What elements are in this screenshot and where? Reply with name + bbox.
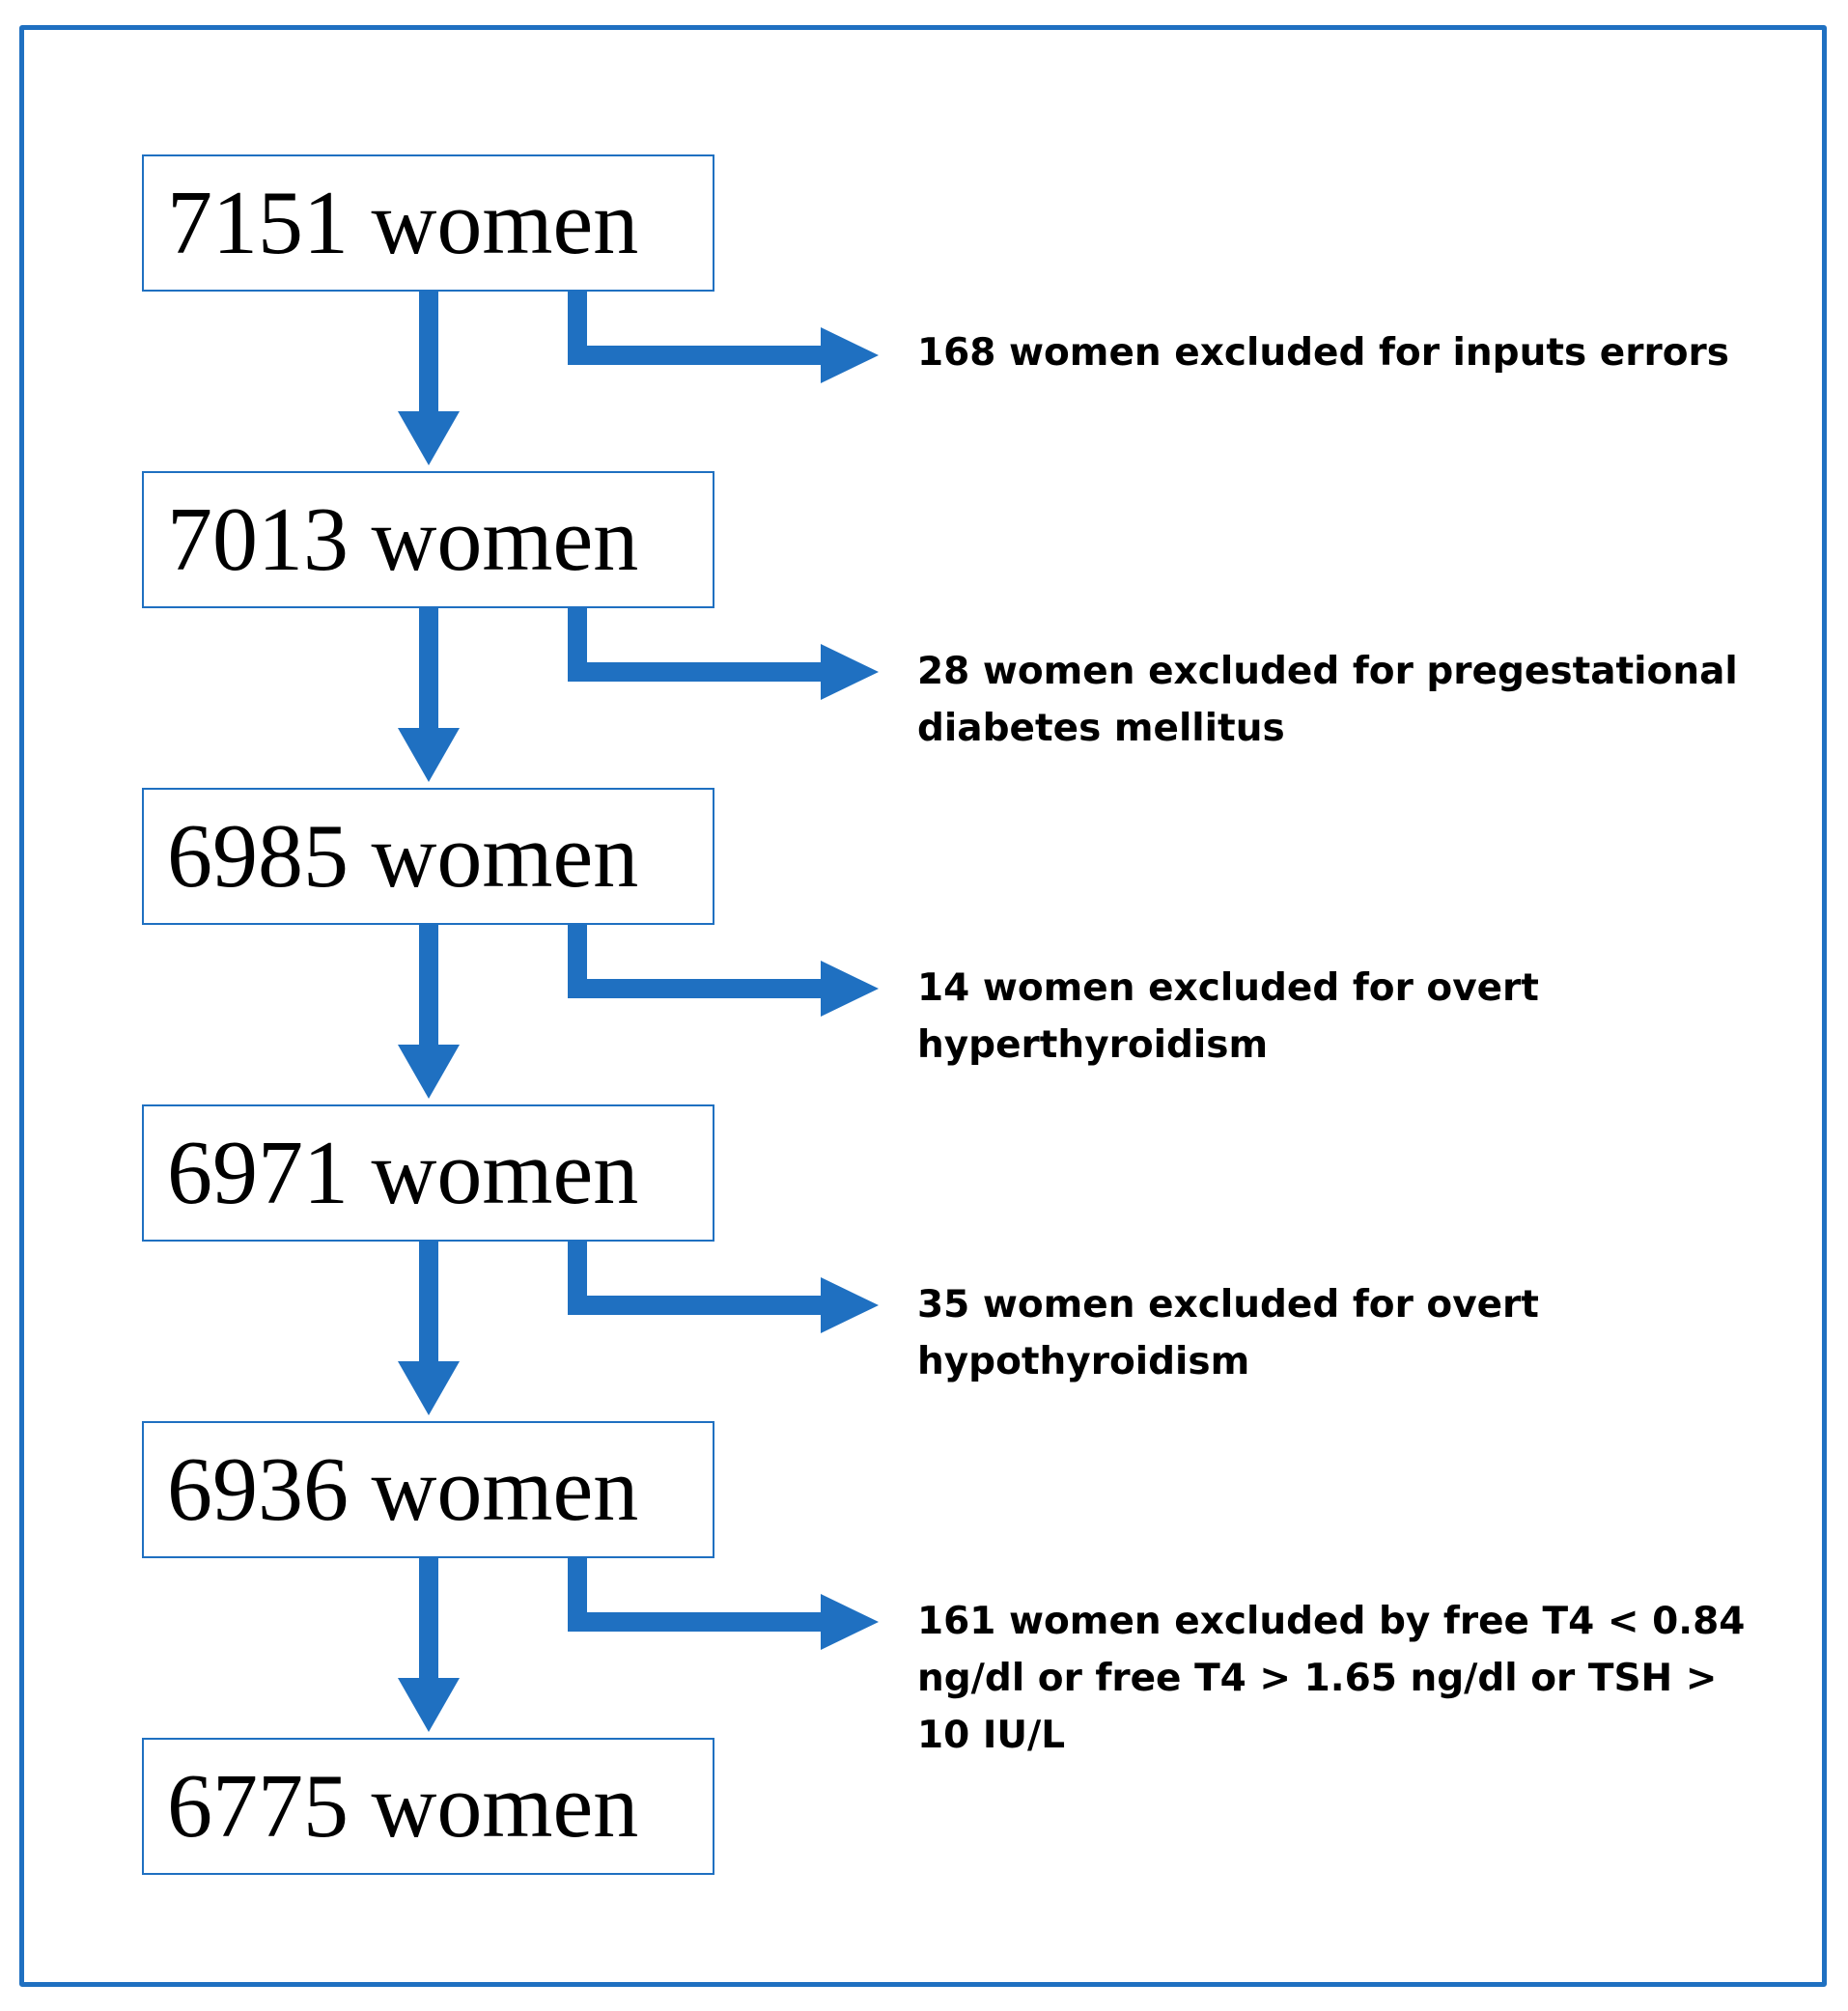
count-box-4: 6971 women [142,1104,714,1242]
exclusion-note-3: 14 women excluded for overt hyperthyroid… [917,966,1539,1067]
count-box-5: 6936 women [142,1421,714,1558]
count-box-2: 7013 women [142,471,714,608]
exclusion-note-2: 28 women excluded for pregestational dia… [917,650,1738,750]
count-box-1: 7151 women [142,154,714,292]
count-box-6: 6775 women [142,1738,714,1875]
exclusion-note-5: 161 women excluded by free T4 < 0.84 ng/… [917,1600,1746,1757]
count-box-3: 6985 women [142,788,714,925]
diagram-frame [19,25,1827,1987]
exclusion-note-4: 35 women excluded for overt hypothyroidi… [917,1283,1539,1383]
exclusion-note-1: 168 women excluded for inputs errors [917,331,1729,375]
